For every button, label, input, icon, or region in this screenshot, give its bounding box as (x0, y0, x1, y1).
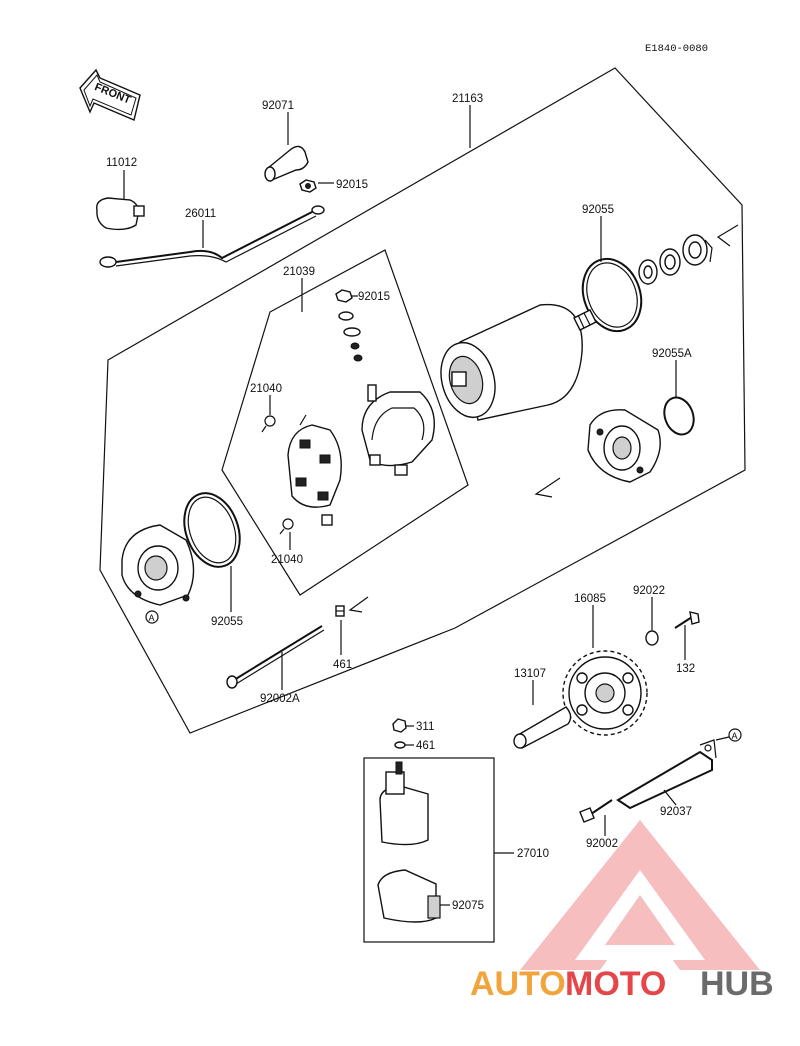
end-cover-right (587, 409, 661, 483)
starter-assembly-outline (99, 67, 746, 734)
bolt-132 (674, 611, 700, 629)
label-21163: 21163 (452, 93, 483, 105)
cable-26011 (99, 205, 325, 268)
gear-16085 (562, 650, 648, 736)
bracket-92037 (616, 739, 717, 810)
diagram-code: E1840-0080 (645, 43, 708, 55)
washer-461-solenoid (394, 741, 406, 749)
label-461-solenoid: 461 (416, 740, 435, 752)
washer-461 (335, 605, 345, 617)
label-92055A: 92055A (652, 348, 692, 360)
label-92037: 92037 (660, 806, 692, 818)
o-ring-92055A (663, 396, 695, 436)
nut-311 (392, 718, 407, 733)
through-bolt-92002A (226, 625, 325, 689)
front-arrow-tag: FRONT (79, 68, 141, 121)
label-92075: 92075 (452, 900, 484, 912)
label-311: 311 (416, 721, 434, 733)
label-21040-top: 21040 (250, 383, 282, 395)
label-92055-top: 92055 (582, 204, 614, 216)
label-92022: 92022 (633, 585, 665, 597)
label-92015-box: 92015 (358, 291, 390, 303)
ref-marker-left: A (145, 610, 159, 624)
washer-92022 (645, 630, 659, 646)
label-92002A: 92002A (260, 693, 300, 705)
spring-21040-top (261, 415, 276, 433)
nut-92015-top (299, 179, 317, 193)
label-92015-top: 92015 (336, 179, 368, 191)
label-132: 132 (676, 663, 695, 675)
cover-92075 (377, 869, 441, 923)
brush-holder-outline (221, 249, 469, 596)
watermark-hub: HUB (700, 965, 774, 1003)
washer-set (638, 234, 713, 285)
watermark-logo (520, 820, 760, 970)
leader-lines (123, 105, 686, 906)
label-21039: 21039 (283, 266, 315, 278)
watermark-moto: MOTO (565, 965, 666, 1003)
front-cover-left (121, 524, 195, 606)
label-92002: 92002 (586, 838, 618, 850)
spring-21040-bottom (279, 518, 294, 535)
label-92071: 92071 (262, 100, 294, 112)
label-21040-bottom: 21040 (271, 554, 303, 566)
part-labels: 92071 21163 11012 92015 26011 92055 2103… (106, 93, 695, 912)
shaft-13107 (513, 706, 572, 750)
label-26011: 26011 (185, 208, 216, 220)
alignment-marks (348, 224, 739, 613)
ref-marker-right: A (715, 728, 742, 742)
label-13107: 13107 (514, 668, 546, 680)
o-ring-92055-lower (183, 492, 241, 568)
bolt-92002 (579, 799, 613, 823)
label-16085: 16085 (574, 593, 606, 605)
terminal-cap-92071 (264, 145, 309, 182)
svg-text:A: A (149, 613, 155, 623)
label-92055-lower: 92055 (211, 616, 243, 628)
brush-holder (287, 414, 342, 526)
brush-plate (361, 384, 435, 476)
solenoid-box (363, 757, 495, 943)
washer-stack-92015 (335, 289, 363, 362)
watermark-auto: AUTO (470, 965, 566, 1003)
boot-11012 (96, 197, 145, 231)
o-ring-92055-top (581, 257, 643, 333)
label-11012: 11012 (106, 157, 137, 169)
svg-text:A: A (732, 731, 738, 741)
label-27010: 27010 (517, 848, 549, 860)
label-461: 461 (333, 659, 352, 671)
watermark-wordmark: AUTO MOTO HUB (470, 965, 774, 1003)
motor-yoke (440, 303, 597, 421)
solenoid-body (379, 761, 429, 846)
